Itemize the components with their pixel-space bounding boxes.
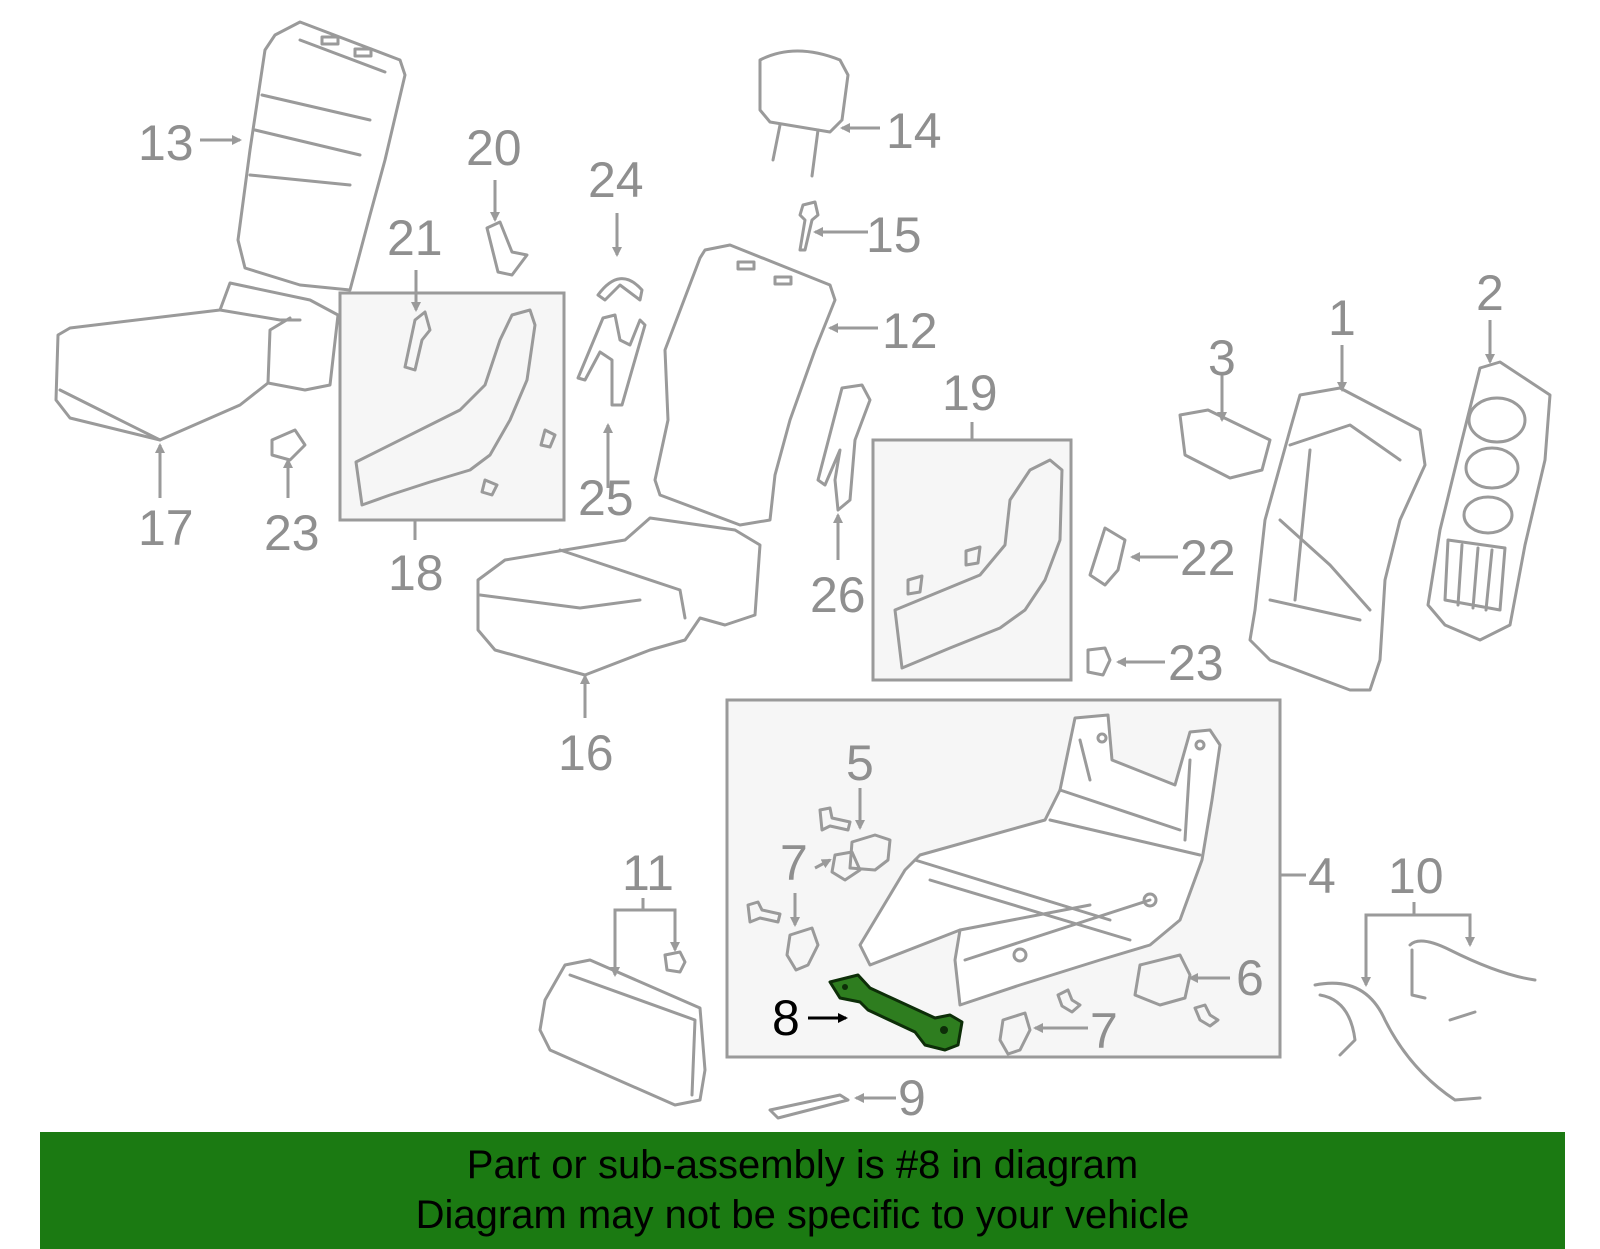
label-23-left: 23 xyxy=(264,505,320,561)
label-19: 19 xyxy=(942,365,998,421)
bolt-7 xyxy=(1056,988,1082,1014)
label-18: 18 xyxy=(388,545,444,601)
label-25: 25 xyxy=(578,470,634,526)
info-banner: Part or sub-assembly is #8 in diagram Di… xyxy=(40,1132,1565,1249)
label-26: 26 xyxy=(810,567,866,623)
part-20-clip xyxy=(485,220,529,277)
leader-lines xyxy=(155,123,1495,1103)
label-4: 4 xyxy=(1308,848,1336,904)
label-10: 10 xyxy=(1388,848,1444,904)
part-24-bracket xyxy=(596,277,644,302)
label-24: 24 xyxy=(588,152,644,208)
part-9-strip xyxy=(768,1093,850,1120)
label-22: 22 xyxy=(1180,530,1236,586)
part-6-bracket xyxy=(1133,953,1192,1007)
part-7-upper xyxy=(830,850,862,882)
part-13-seatback-left xyxy=(236,20,407,292)
label-8-highlighted: 8 xyxy=(772,990,800,1046)
part-5-bracket xyxy=(848,833,892,872)
label-21: 21 xyxy=(387,210,443,266)
label-7-upper: 7 xyxy=(780,835,808,891)
part-4-cushion-frame xyxy=(858,713,1222,1007)
label-6: 6 xyxy=(1236,950,1264,1006)
label-7-lower: 7 xyxy=(1090,1003,1118,1059)
label-17: 17 xyxy=(138,500,194,556)
part-8-rail-highlighted xyxy=(828,973,964,1052)
part-18-trim xyxy=(354,308,537,507)
part-21-clip xyxy=(403,310,432,372)
label-14: 14 xyxy=(886,103,942,159)
label-15: 15 xyxy=(866,207,922,263)
part-1-back-frame xyxy=(1248,386,1427,692)
part-22-cover xyxy=(1088,526,1127,587)
bolt-6 xyxy=(1193,1003,1220,1028)
label-5: 5 xyxy=(846,735,874,791)
part-3-cover xyxy=(1178,408,1272,480)
part-11-cover xyxy=(538,958,707,1107)
banner-line-1: Part or sub-assembly is #8 in diagram xyxy=(466,1143,1139,1187)
label-11: 11 xyxy=(622,845,674,901)
bolt-5 xyxy=(818,806,852,832)
label-3: 3 xyxy=(1208,330,1236,386)
part-7-middle xyxy=(785,926,820,972)
part-26-hinge xyxy=(816,383,872,512)
label-16: 16 xyxy=(558,725,614,781)
label-9: 9 xyxy=(898,1070,926,1126)
bolt-left xyxy=(746,900,782,924)
label-23-right: 23 xyxy=(1168,635,1224,691)
part-19-trim xyxy=(893,458,1064,670)
label-2: 2 xyxy=(1476,265,1504,321)
banner-line-2: Diagram may not be specific to your vehi… xyxy=(415,1193,1190,1237)
part-25-bracket xyxy=(576,313,647,407)
part-14-headrest xyxy=(758,49,850,178)
part-11-clip xyxy=(663,950,687,974)
assembly-box-18 xyxy=(338,291,566,522)
part-2-recliner xyxy=(1426,360,1552,642)
part-23-cap-right xyxy=(1086,646,1112,677)
label-1: 1 xyxy=(1328,290,1356,346)
part-12-seatback-center xyxy=(653,243,837,527)
part-16-cushion-center xyxy=(476,516,762,677)
part-17-cushion-left xyxy=(54,281,340,442)
label-13: 13 xyxy=(138,115,194,171)
part-10-cable xyxy=(1313,981,1482,1102)
part-10-cable-b xyxy=(1408,939,1537,1022)
part-15-guide xyxy=(798,200,820,252)
label-12: 12 xyxy=(882,303,938,359)
part-7-lower xyxy=(998,1011,1032,1056)
assembly-box-19 xyxy=(871,438,1073,682)
part-23-cap-left xyxy=(270,428,307,462)
label-20: 20 xyxy=(466,120,522,176)
